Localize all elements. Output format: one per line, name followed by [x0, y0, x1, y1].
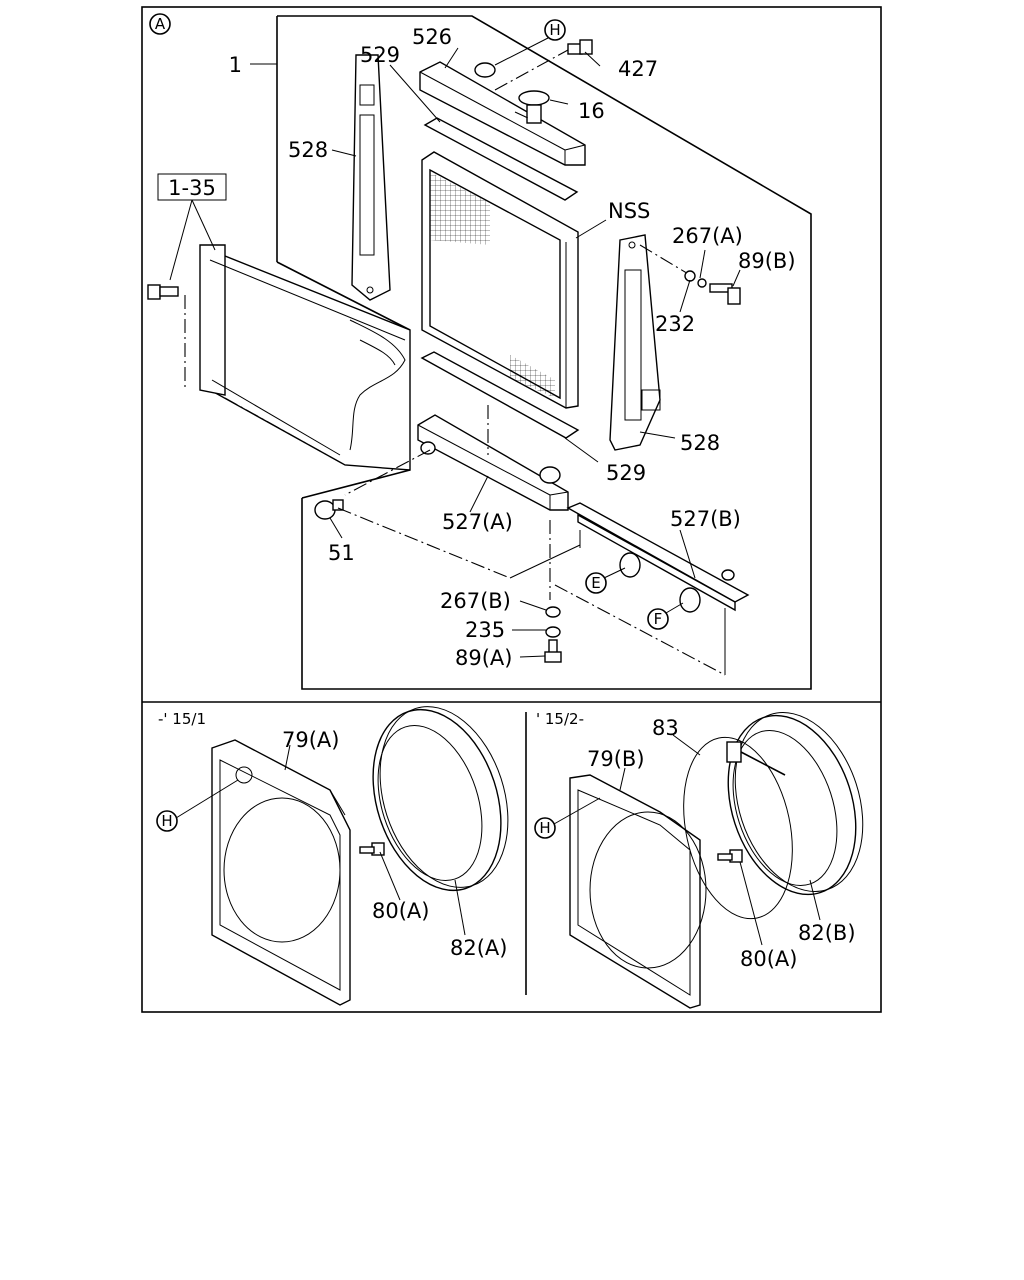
- label-16: 16: [578, 99, 605, 123]
- callout-h-right: H: [534, 817, 556, 839]
- svg-text:A: A: [155, 15, 166, 33]
- section-marker-a: A: [149, 13, 171, 35]
- label-nss: NSS: [608, 199, 650, 223]
- bolt-89a-stack: [544, 606, 562, 663]
- bolt-80a-right: [717, 849, 743, 863]
- callout-h-left: H: [156, 810, 178, 832]
- radiator-cap: [518, 90, 550, 124]
- fan-ring-82b: [727, 712, 864, 896]
- label-527b: 527(B): [670, 507, 741, 531]
- label-527a: 527(A): [442, 510, 513, 534]
- fan-shroud-79a: [211, 739, 351, 1006]
- label-529-bottom: 529: [606, 461, 646, 485]
- label-1: 1: [229, 53, 242, 77]
- label-427: 427: [618, 57, 658, 81]
- svg-text:H: H: [161, 812, 172, 830]
- ref-box-1-35: 1-35: [157, 173, 227, 201]
- outer-frame: [141, 6, 882, 1013]
- label-79b: 79(B): [587, 747, 645, 771]
- bolt-89b: [684, 270, 741, 305]
- radiator-core-nss: [421, 151, 579, 409]
- fan-shroud-79b: [569, 774, 707, 1009]
- fan-ring-82a: [372, 706, 509, 892]
- bolt-80a-left: [359, 842, 385, 856]
- label-79a: 79(A): [282, 728, 339, 752]
- upper-seal: [423, 117, 579, 201]
- svg-text:H: H: [549, 21, 560, 39]
- label-267a: 267(A): [672, 224, 743, 248]
- label-526: 526: [412, 25, 452, 49]
- label-528-left: 528: [288, 138, 328, 162]
- clamp-band-83: [683, 736, 793, 920]
- variant-label-left: -' 15/1: [158, 710, 206, 728]
- label-51: 51: [328, 541, 355, 565]
- label-89a: 89(A): [455, 646, 512, 670]
- side-support-left: [351, 54, 391, 301]
- drain-cock-51: [314, 499, 344, 520]
- label-80a-right: 80(A): [740, 947, 797, 971]
- svg-text:H: H: [539, 819, 550, 837]
- label-82a: 82(A): [450, 936, 507, 960]
- label-89b: 89(B): [738, 249, 796, 273]
- bolt-left: [147, 284, 179, 300]
- radiator-core-assembly: [184, 244, 411, 471]
- label-82b: 82(B): [798, 921, 856, 945]
- side-support-right: [609, 234, 661, 451]
- svg-text:F: F: [654, 610, 663, 628]
- label-235: 235: [465, 618, 505, 642]
- callout-f: F: [647, 608, 669, 630]
- upper-tank: [419, 61, 586, 166]
- callout-h-top: H: [544, 19, 566, 41]
- lower-tank: [417, 414, 569, 511]
- lower-seal: [420, 351, 580, 439]
- assembly-outline: [277, 15, 812, 690]
- variant-label-right: ' 15/2-: [536, 710, 584, 728]
- svg-text:1-35: 1-35: [168, 176, 216, 200]
- callout-e: E: [585, 572, 607, 594]
- label-267b: 267(B): [440, 589, 511, 613]
- label-232: 232: [655, 312, 695, 336]
- svg-text:E: E: [591, 574, 600, 592]
- label-528-right: 528: [680, 431, 720, 455]
- lower-support: [566, 502, 750, 613]
- label-83: 83: [652, 716, 679, 740]
- label-80a-left: 80(A): [372, 899, 429, 923]
- drain-plug-427: [567, 39, 593, 55]
- label-529-top: 529: [360, 43, 400, 67]
